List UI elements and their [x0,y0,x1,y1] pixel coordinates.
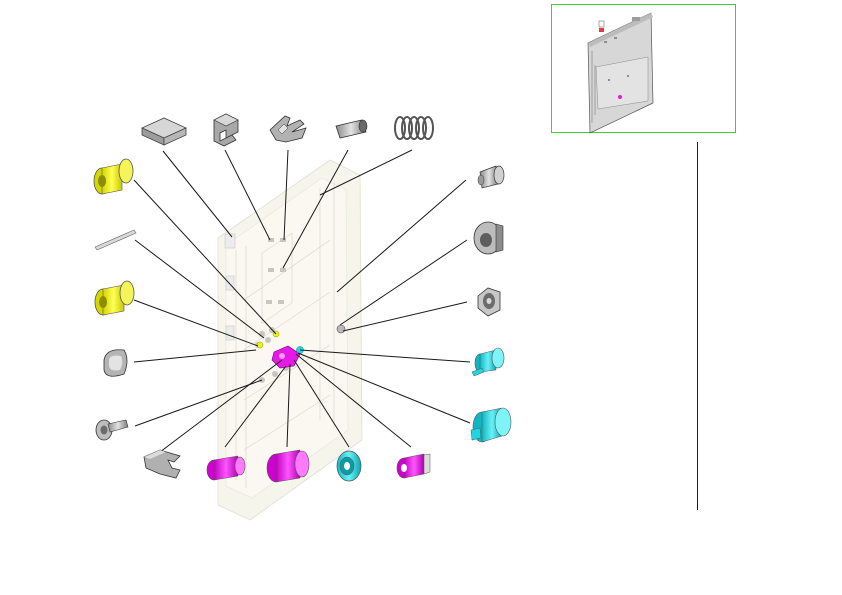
leader-line [133,299,259,347]
divider-line [697,142,698,510]
part-cyan-shaft-large [470,407,512,443]
part-pin-rod [94,229,137,251]
part-cyan-pulley [336,450,362,482]
part-cam-bracket [213,113,239,147]
leader-line [286,363,291,448]
part-flanged-bearing [477,287,501,317]
leader-line [159,359,283,453]
part-magenta-roller [396,453,431,479]
part-clip-bracket [269,115,307,143]
part-pan-screw [95,419,129,441]
leader-line [293,359,350,448]
part-sleeve-tube [335,119,368,139]
part-yellow-spool-top [93,158,134,195]
leader-line [134,379,263,427]
leader-line [224,149,271,241]
leader-line [295,353,412,448]
leader-line [299,349,471,363]
part-cam-collar [473,221,504,255]
thumbnail-preview[interactable] [551,4,736,134]
leader-line [134,239,265,339]
part-lens-cap [103,349,128,377]
thumbnail-assembly [587,12,654,134]
part-cyan-shaft-small [471,347,505,377]
part-flat-pad [141,117,187,146]
leader-line [339,239,468,326]
leader-line [336,179,467,293]
leader-line [282,149,349,269]
leader-line [319,149,413,196]
part-coil-spring [394,116,434,140]
part-stepped-pin [477,165,505,189]
part-c-bracket [143,449,181,479]
part-magenta-bushing-large [266,449,310,483]
leader-line [342,301,468,332]
leader-line [133,179,277,335]
leader-line [297,352,471,424]
leader-line [224,365,287,448]
leader-lines [133,149,471,453]
ghost-assembly [217,159,363,521]
leader-line [133,349,257,363]
leader-line [283,149,289,241]
part-magenta-bushing-small [206,455,246,481]
leader-line [162,150,233,238]
part-yellow-spool-mid [94,280,135,316]
